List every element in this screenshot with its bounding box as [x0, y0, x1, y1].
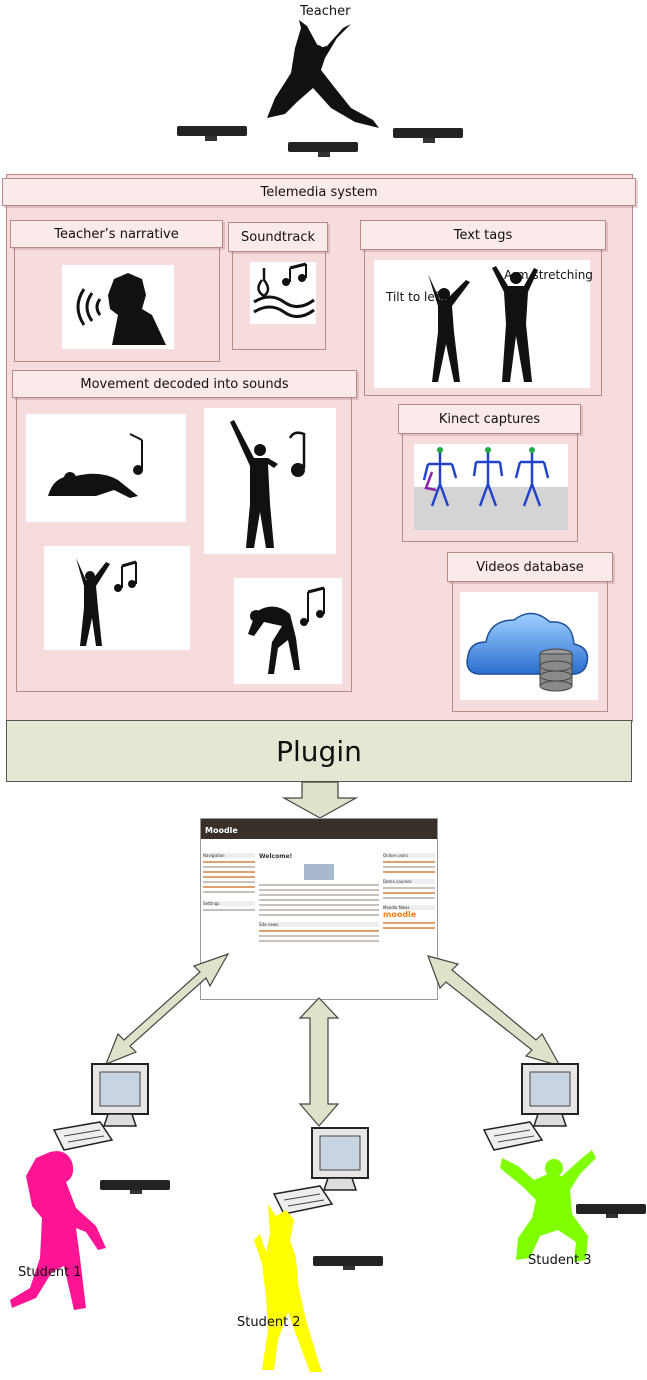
teacher-label: Teacher	[300, 4, 351, 19]
text-tags-image: Tilt to left Arm stretching	[374, 260, 593, 388]
plugin-to-moodle-arrow	[281, 781, 359, 819]
computer-icon-student3	[482, 1063, 579, 1151]
moodle-header-bar	[201, 819, 437, 839]
figure-stretch-silhouette	[492, 266, 538, 382]
plugin-label: Plugin	[276, 734, 362, 768]
kinect-sensor-teacher-right	[393, 128, 463, 138]
moodle-screenshot: Moodle Navigation Settings Welcome! Site…	[200, 818, 438, 1000]
kinect-stand	[343, 1266, 355, 1270]
kinect-skeleton-image	[414, 444, 568, 530]
moodle-settings-title: Settings	[203, 901, 255, 906]
movement-image-1	[26, 414, 186, 522]
kinect-sensor-student3	[576, 1204, 646, 1214]
student1-dancer-silhouette	[10, 1151, 106, 1310]
moodle-demo-courses: Demo courses	[383, 879, 435, 884]
teacher-dancer-silhouette	[267, 20, 379, 128]
moodle-online-users: Online users	[383, 853, 435, 858]
computer-icon-student2	[272, 1127, 369, 1215]
kinect-sensor-student1	[100, 1180, 170, 1190]
kinect-stand	[318, 152, 330, 157]
moodle-nav-title: Navigation	[203, 853, 255, 858]
computer-icon-student1	[52, 1063, 149, 1151]
moodle-logo-block	[304, 864, 334, 880]
narrative-title: Teacher’s narrative	[10, 220, 223, 248]
kinect-stand	[130, 1190, 142, 1194]
movement-title: Movement decoded into sounds	[12, 370, 357, 398]
moodle-news: Moodle News	[383, 905, 435, 910]
soundtrack-image	[250, 262, 316, 324]
tag-tilt-to-left: Tilt to left	[386, 290, 444, 304]
kinect-title: Kinect captures	[398, 404, 581, 434]
videos-title: Videos database	[447, 552, 613, 582]
soundtrack-title: Soundtrack	[228, 222, 328, 252]
text-tags-title: Text tags	[360, 220, 606, 250]
kinect-stand	[205, 136, 217, 141]
student3-dancer-silhouette	[500, 1150, 596, 1262]
kinect-sensor-teacher-center	[288, 142, 358, 152]
moodle-logo-text: moodle	[383, 910, 417, 919]
movement-image-3	[44, 546, 190, 650]
telemedia-system-title: Telemedia system	[2, 178, 636, 206]
student2-label: Student 2	[237, 1315, 301, 1330]
moodle-brand: Moodle	[205, 826, 238, 835]
movement-image-2	[204, 408, 336, 554]
moodle-welcome: Welcome!	[259, 853, 293, 860]
kinect-stand	[606, 1214, 618, 1218]
moodle-site-news: Site news	[259, 922, 379, 927]
movement-image-4	[234, 578, 342, 684]
kinect-sensor-student2	[313, 1256, 383, 1266]
student2-dancer-silhouette	[254, 1204, 322, 1372]
arrow-moodle-student1	[104, 952, 230, 1066]
student1-label: Student 1	[18, 1265, 82, 1280]
kinect-stand	[423, 138, 435, 143]
arrow-moodle-student2	[298, 997, 340, 1127]
student3-label: Student 3	[528, 1253, 592, 1268]
tag-arm-stretching: Arm stretching	[504, 268, 593, 282]
narrative-image	[62, 265, 174, 349]
videos-database-image	[460, 592, 598, 700]
figure-tilt-silhouette	[428, 274, 470, 382]
arrow-moodle-student3	[427, 955, 562, 1067]
kinect-sensor-teacher-left	[177, 126, 247, 136]
